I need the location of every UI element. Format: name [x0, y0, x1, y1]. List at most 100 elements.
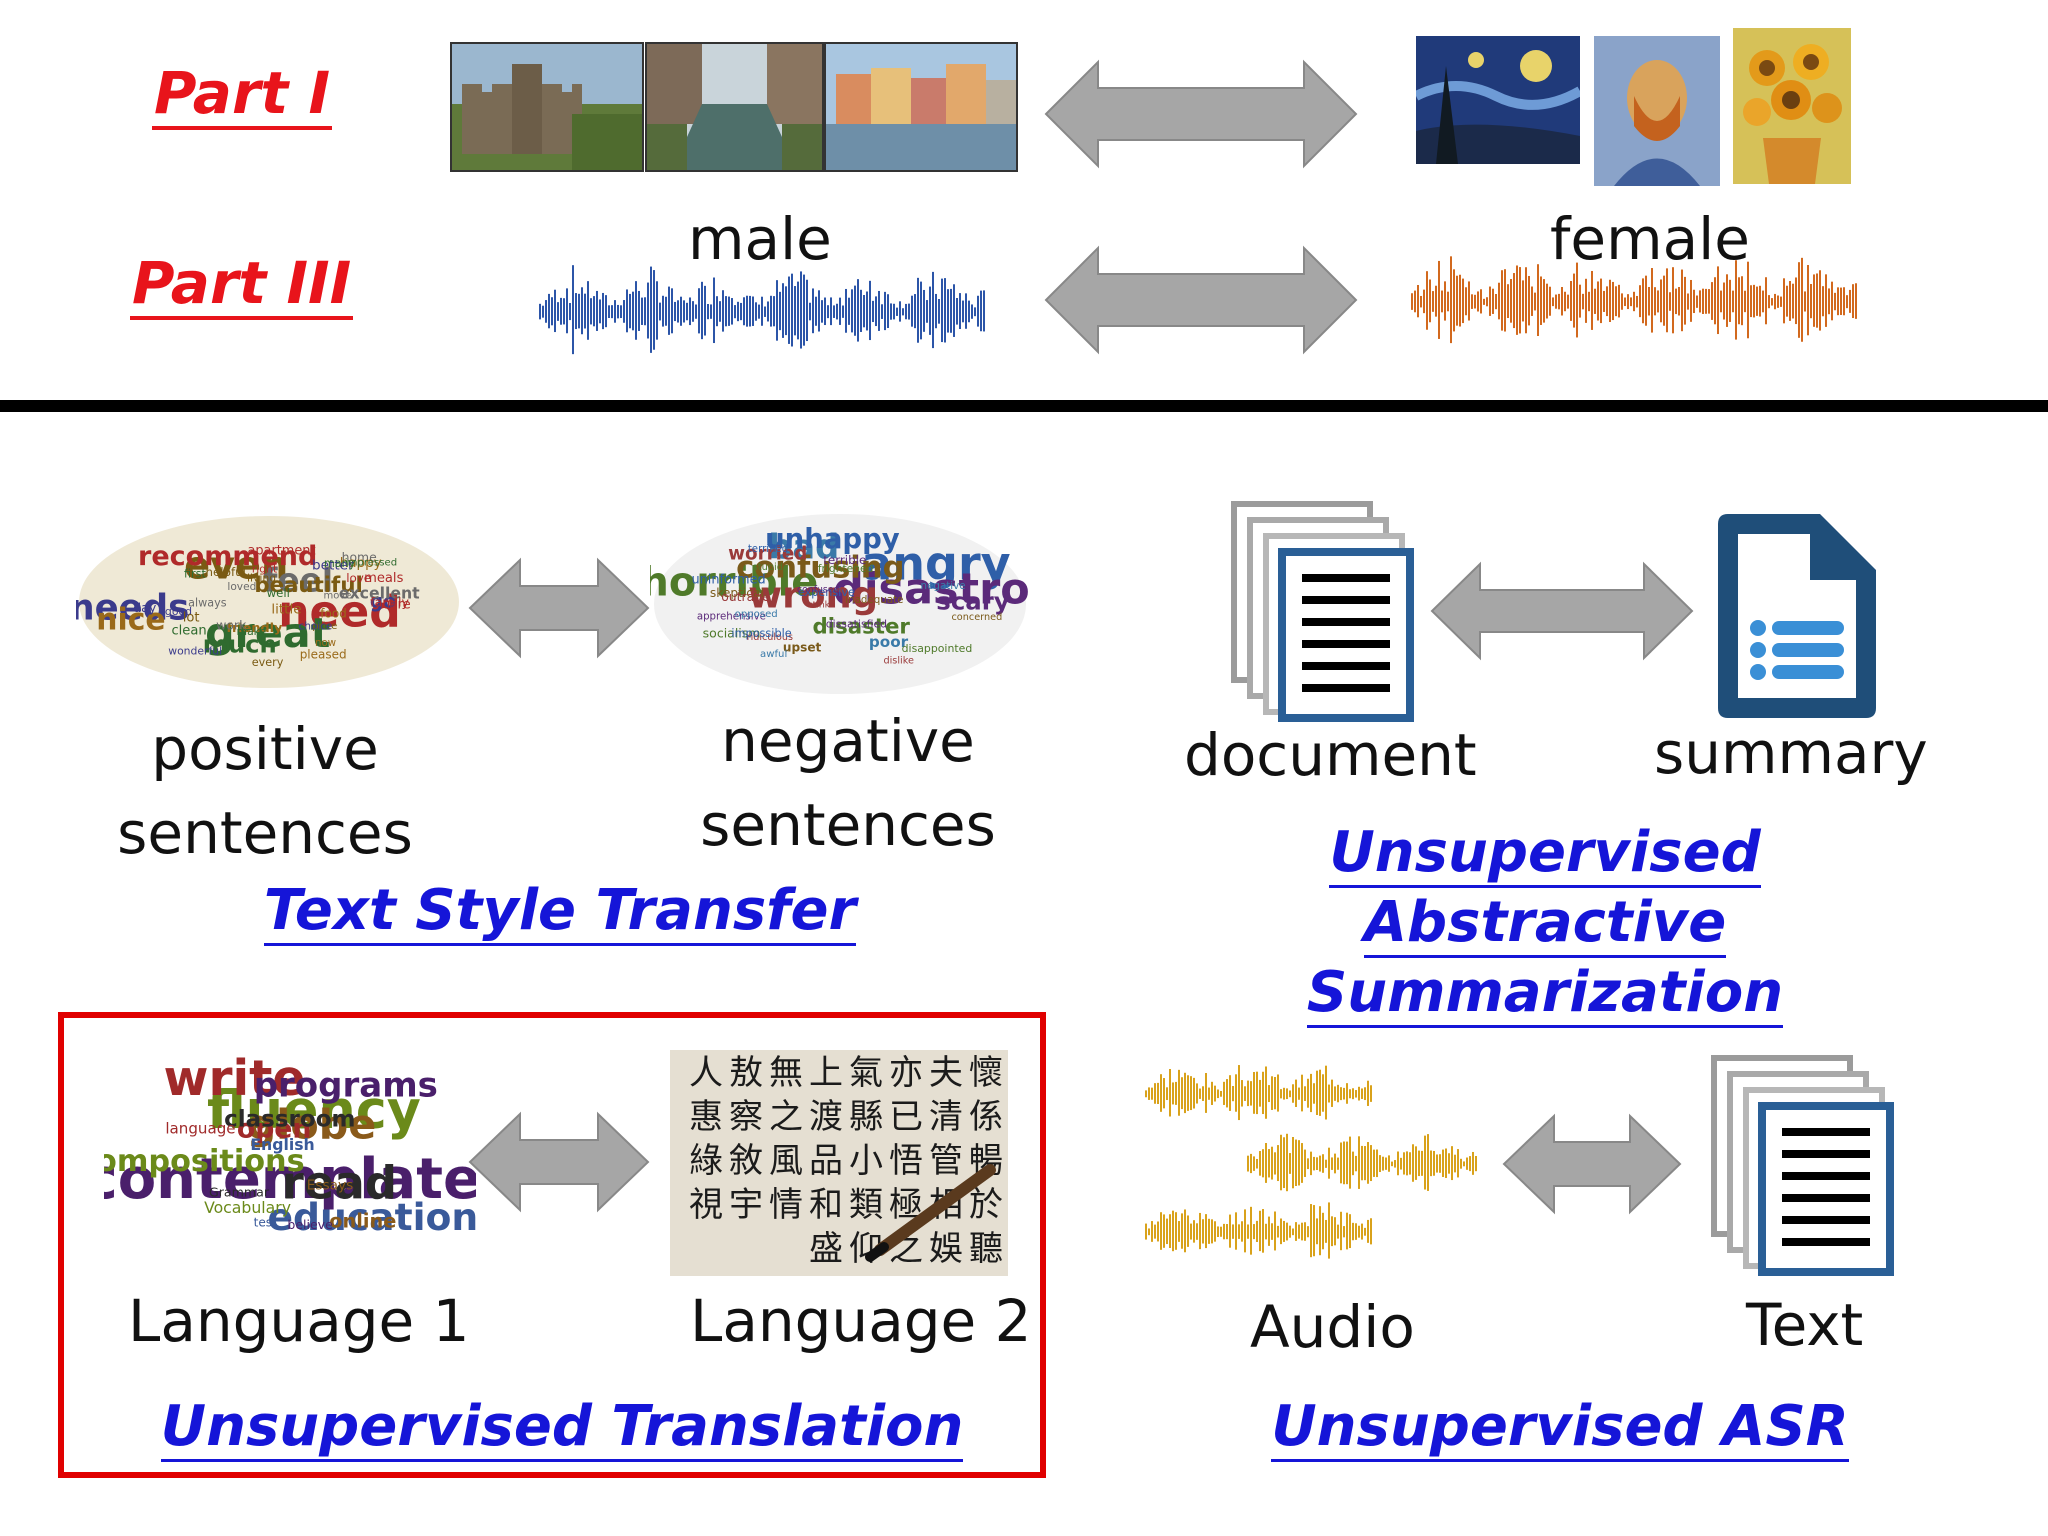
negative-word: scary — [936, 586, 1009, 615]
english-word: online — [329, 1210, 396, 1233]
negative-word: unhappy — [765, 523, 900, 555]
positive-word: choice — [299, 621, 333, 633]
positive-word: little — [271, 601, 301, 617]
photo-castle — [450, 42, 644, 172]
positive-word: friendly — [226, 621, 283, 636]
english-word: Grammar — [209, 1184, 270, 1199]
calligraphy-char: 情 — [769, 1185, 803, 1225]
negative-word: disastrous — [833, 564, 1030, 614]
positive-word: now — [315, 638, 336, 649]
positive-word: well — [267, 586, 290, 600]
positive-word: many — [324, 557, 356, 570]
calligraphy-char: 亦 — [889, 1053, 923, 1093]
calligraphy-char: 敖 — [729, 1053, 763, 1093]
positive-word: helpful — [206, 565, 246, 579]
asr-title: Unsupervised ASR — [1160, 1392, 1960, 1462]
arrow-voice-bidirectional — [1044, 245, 1358, 355]
english-word: read — [282, 1157, 397, 1210]
calligraphy-char: 和 — [809, 1185, 843, 1225]
photo-harbor — [824, 42, 1018, 172]
negative-word: disappointed — [902, 642, 973, 655]
negative-word: horrible — [650, 560, 818, 606]
audio-waveforms — [1145, 1065, 1477, 1259]
part-3-label: Part III — [130, 251, 354, 320]
male-waveform — [539, 265, 985, 355]
positive-word: first — [184, 567, 206, 580]
summary-icon — [1718, 514, 1876, 718]
negative-word: negative — [921, 580, 966, 592]
painting-starry-night — [1416, 36, 1580, 164]
document-icon — [1231, 501, 1414, 722]
calligraphy-char: 視 — [689, 1185, 723, 1225]
positive-word: feel — [263, 561, 333, 599]
negative-word: dislike — [883, 656, 914, 667]
painting-sunflowers — [1733, 28, 1851, 184]
negative-word: wrong — [748, 573, 878, 616]
arrow-style-bidirectional — [468, 557, 650, 659]
negative-word: terrified — [748, 544, 788, 555]
positive-word: good — [165, 605, 192, 618]
calligraphy-char: 上 — [809, 1053, 843, 1093]
calligraphy-char: 小 — [849, 1141, 883, 1181]
negative-word: expensive — [798, 586, 855, 599]
photo-canal — [645, 42, 824, 172]
negative-word: stupid — [753, 562, 783, 573]
positive-word: beautiful — [254, 573, 362, 598]
negative-word: outrage — [721, 589, 769, 604]
female-label: female — [1550, 205, 1750, 273]
positive-word: living — [247, 571, 276, 584]
english-word-cloud: contemplatefluencywritereadglobeeducatio… — [104, 1051, 476, 1239]
english-word: test — [254, 1216, 277, 1230]
calligraphy-char: 於 — [969, 1185, 1003, 1225]
arrow-asr-bidirectional — [1502, 1113, 1682, 1215]
english-word: Vocabulary — [204, 1198, 291, 1217]
english-word: globe — [247, 1101, 377, 1149]
translation-title: Unsupervised Translation — [112, 1392, 1012, 1462]
english-word: programs — [254, 1065, 438, 1105]
positive-word: family — [370, 595, 409, 610]
positive-word: make — [237, 625, 267, 638]
negative-word: inadequate — [845, 594, 903, 606]
positive-word: much — [203, 630, 277, 658]
language-2-label: Language 2 — [690, 1287, 1032, 1355]
painting-self-portrait — [1594, 36, 1720, 186]
calligraphy-char: 風 — [769, 1141, 803, 1181]
male-label: male — [688, 205, 832, 273]
calligraphy-char: 縣 — [849, 1097, 883, 1137]
positive-word: clean — [171, 623, 206, 638]
positive-word: wonderful — [168, 645, 222, 658]
positive-word: care — [382, 597, 410, 612]
calligraphy-char: 懷 — [969, 1053, 1003, 1093]
calligraphy-char: 娛 — [929, 1229, 963, 1269]
calligraphy-char: 宇 — [729, 1185, 763, 1225]
negative-word: confusing — [736, 550, 904, 585]
text-style-transfer-title: Text Style Transfer — [200, 876, 920, 946]
calligraphy-char: 類 — [849, 1185, 883, 1225]
english-word: fluency — [207, 1080, 421, 1141]
positive-word: even — [184, 543, 288, 588]
summary-label: summary — [1654, 719, 1928, 787]
positive-word: love — [346, 571, 371, 585]
calligraphy-char: 綠 — [689, 1141, 723, 1181]
negative-word: terrible — [823, 553, 866, 567]
document-label: document — [1184, 721, 1477, 789]
calligraphy-char: 清 — [929, 1097, 963, 1137]
positive-word: meals — [364, 571, 403, 586]
positive-word: needs — [76, 587, 189, 628]
positive-word: apartment — [247, 543, 315, 558]
arrow-summary-bidirectional — [1430, 561, 1694, 661]
text-document-icon — [1711, 1055, 1894, 1276]
positive-word: move — [323, 590, 351, 601]
negative-word: ridiculous — [747, 632, 793, 643]
calligraphy-char: 係 — [969, 1097, 1003, 1137]
translation-highlight-box — [58, 1012, 1046, 1478]
arrow-images-bidirectional — [1044, 59, 1358, 169]
positive-word: lot — [183, 610, 200, 625]
negative-word: bad — [768, 527, 839, 566]
positive-word: nice — [96, 602, 165, 637]
positive-word: happy — [340, 555, 382, 571]
arrow-translation-bidirectional — [468, 1111, 650, 1213]
positive-word-cloud: needgreatevenneedsfeelnicerecommendmuchb… — [76, 516, 459, 688]
positive-word: food — [320, 606, 347, 620]
english-word: education — [267, 1195, 476, 1239]
